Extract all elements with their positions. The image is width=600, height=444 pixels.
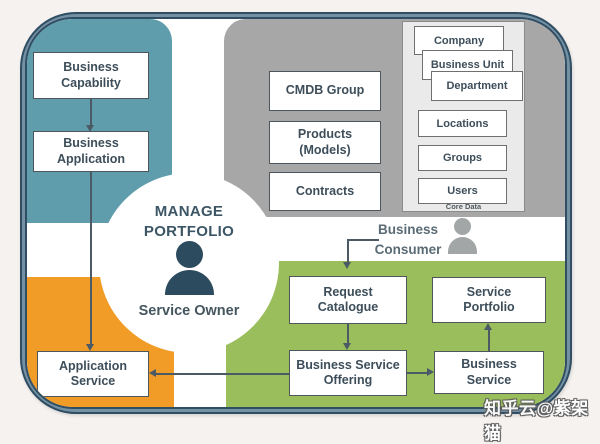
arrow-capability-to-application-head [86,125,94,132]
node-groups: Groups [418,145,507,171]
arrow-business-service-to-portfolio-line [488,329,490,351]
node-contracts: Contracts [269,172,381,211]
business-consumer-icon-body [448,237,477,254]
diagram-canvas: Business Capability Business Application… [25,17,567,409]
core-data-panel: Company Business Unit Department Locatio… [402,21,525,212]
node-application-service: Application Service [37,351,149,397]
node-service-portfolio: Service Portfolio [432,277,546,323]
arrow-application-to-service-head [86,344,94,351]
service-owner-label: Service Owner [138,303,240,319]
arrow-consumer-elbow-vertical [347,239,349,263]
core-data-caption: Core Data [445,202,482,211]
manage-portfolio-title: MANAGE PORTFOLIO [143,203,235,240]
service-owner-icon [176,241,203,268]
node-business-service-offering: Business Service Offering [289,350,407,396]
arrow-catalogue-to-offering-line [347,324,349,344]
node-products-models: Products (Models) [269,121,381,164]
arrow-offering-to-business-service-head [427,368,434,376]
node-business-capability: Business Capability [33,52,149,99]
arrow-offering-to-application-service-line [156,373,289,375]
business-consumer-icon [454,218,471,235]
node-business-application: Business Application [33,131,149,172]
node-department: Department [431,71,523,101]
arrow-application-to-service-line [90,172,92,345]
arrow-offering-to-application-service-head [149,369,156,377]
arrow-consumer-elbow-horizontal [347,239,379,241]
arrow-capability-to-application-line [90,99,92,126]
arrow-offering-to-business-service-line [407,372,428,374]
arrow-catalogue-to-offering-head [343,343,351,350]
arrow-business-service-to-portfolio-head [484,323,492,330]
node-request-catalogue: Request Catalogue [289,276,407,324]
node-cmdb-group: CMDB Group [269,71,381,111]
diagram-frame: Business Capability Business Application… [20,12,572,414]
arrow-consumer-to-request-catalogue-head [343,262,351,269]
business-consumer-label: Business Consumer [374,222,442,257]
node-users: Users [418,178,507,204]
watermark: 知乎云@紫架猫 [484,399,589,443]
node-locations: Locations [418,110,507,137]
node-business-service: Business Service [434,351,544,394]
